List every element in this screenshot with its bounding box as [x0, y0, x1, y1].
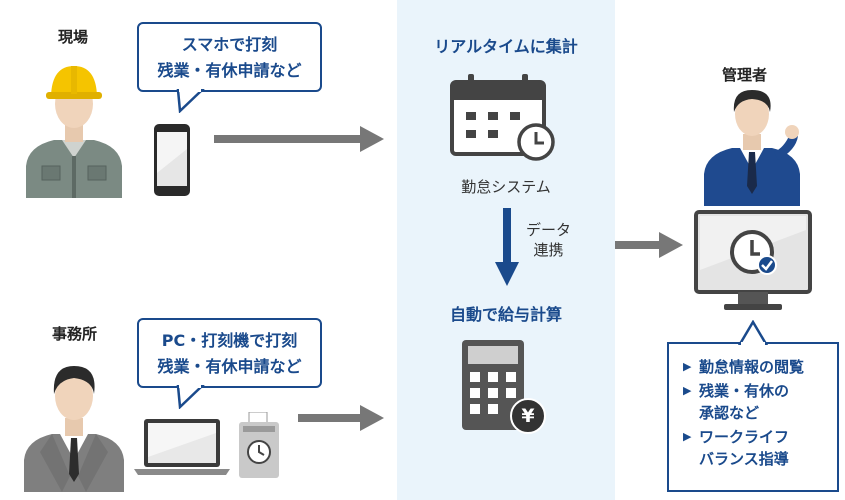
- triangle-bullet-icon: ▶: [683, 384, 692, 397]
- laptop-icon: [134, 419, 230, 475]
- site-speech-bubble: スマホで打刻 残業・有休申請など: [137, 22, 322, 92]
- site-to-system-arrow: [214, 126, 384, 152]
- site-label: 現場: [58, 28, 89, 46]
- office-worker-icon: [24, 366, 124, 492]
- manager-task-2: ▶ 残業・有休の 承認など: [683, 382, 790, 422]
- triangle-bullet-icon: ▶: [683, 360, 692, 373]
- payroll-title: 自動で給与計算: [449, 305, 562, 324]
- site-bubble-line2: 残業・有休申請など: [157, 61, 302, 80]
- manager-label: 管理者: [722, 66, 768, 84]
- helmet-worker-icon: [26, 66, 122, 198]
- smartphone-icon: [154, 124, 190, 196]
- data-link-label-1: データ: [526, 221, 572, 239]
- data-link-label-2: 連携: [533, 241, 564, 259]
- office-label: 事務所: [52, 325, 98, 343]
- data-link-down-arrow: [495, 208, 519, 286]
- monitor-check-icon: [694, 210, 812, 310]
- calendar-clock-icon: [450, 74, 555, 161]
- manager-task-3: ▶ ワークライフ バランス指導: [683, 428, 790, 468]
- site-bubble-line1: スマホで打刻: [181, 35, 278, 54]
- site-bubble-tail: [176, 89, 205, 113]
- yen-symbol: ¥: [521, 405, 535, 427]
- time-clock-machine-icon: [239, 412, 279, 478]
- office-bubble-line2: 残業・有休申請など: [157, 357, 302, 376]
- calculator-yen-icon: [462, 340, 546, 434]
- manager-box-tail: [738, 320, 768, 345]
- office-bubble-tail: [176, 385, 205, 409]
- data-link-label: データ 連携: [526, 220, 571, 260]
- system-to-manager-arrow: [615, 232, 683, 258]
- office-speech-bubble: PC・打刻機で打刻 残業・有休申請など: [137, 318, 322, 388]
- office-bubble-line1: PC・打刻機で打刻: [161, 331, 298, 350]
- manager-task-1: ▶ 勤怠情報の閲覧: [683, 358, 805, 376]
- manager-icon: [704, 90, 800, 206]
- office-to-system-arrow: [298, 405, 384, 431]
- triangle-bullet-icon: ▶: [683, 430, 692, 443]
- system-title: リアルタイムに集計: [434, 37, 578, 56]
- manager-tasks-box: ▶ 勤怠情報の閲覧 ▶ 残業・有休の 承認など ▶ ワークライフ バランス指導: [667, 342, 839, 492]
- system-name: 勤怠システム: [461, 178, 551, 196]
